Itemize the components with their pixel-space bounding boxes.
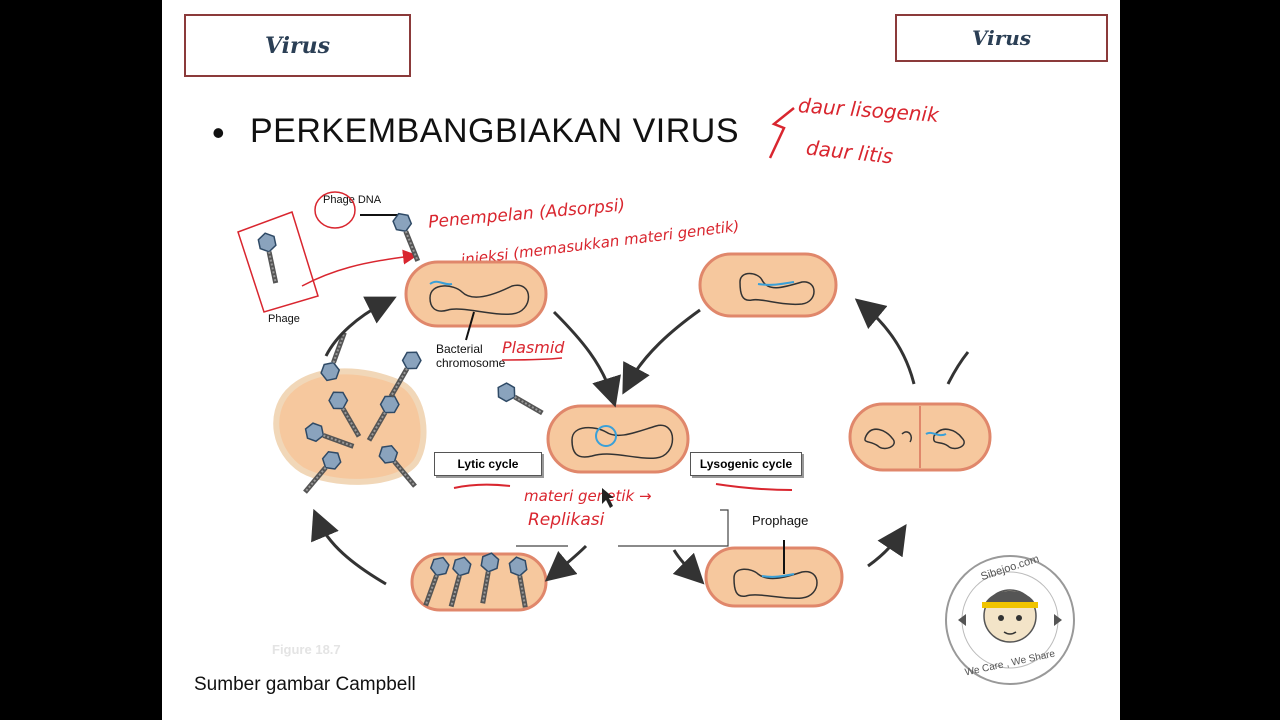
- underline-lysogenic: [715, 483, 793, 491]
- arrow-top-right-to-center: [622, 308, 701, 395]
- bullet: •: [212, 112, 225, 153]
- cursor-icon: [602, 488, 614, 508]
- label-lysogenic-cycle: Lysogenic cycle: [699, 457, 793, 471]
- released-phage: [494, 381, 546, 420]
- label-lytic-cycle: Lytic cycle: [457, 457, 519, 471]
- slide-heading: PERKEMBANGBIAKAN VIRUS: [250, 112, 740, 150]
- cell-dividing: [848, 402, 992, 472]
- red-bracket: [768, 107, 795, 159]
- label-prophage: Prophage: [752, 513, 809, 528]
- arrow-to-center: [552, 310, 621, 408]
- underline-lytic: [453, 483, 511, 489]
- annotation-plasmid: Plasmid: [502, 338, 565, 357]
- source-caption: Sumber gambar Campbell: [194, 674, 416, 695]
- title-box-right: Virus: [895, 14, 1108, 62]
- arrow-divide-up: [946, 351, 970, 385]
- arrow-prophage-to-divide: [867, 524, 907, 568]
- arrow-assembly-to-lysis: [311, 508, 387, 586]
- arrow-lysis-to-attachment: [324, 296, 397, 357]
- lysogenic-cycle-box: Lysogenic cycle: [690, 452, 802, 476]
- annotation-replikasi: Replikasi: [528, 510, 605, 530]
- title-box-left: Virus: [184, 14, 411, 77]
- watermark-stamp: [945, 555, 1075, 685]
- free-phage: [257, 232, 283, 285]
- phage-dna-circle: [314, 191, 356, 229]
- figure-label: Figure 18.7: [272, 642, 341, 657]
- label-bacterial-chromosome: Bacterial chromosome: [436, 342, 506, 370]
- cell-lysing: [273, 330, 427, 498]
- arrow-divide-to-top: [854, 298, 916, 385]
- cell-center: [546, 404, 690, 474]
- title-left: Virus: [264, 32, 330, 59]
- lifecycle-diagram: [237, 107, 1075, 685]
- cell-phage-assembly: [410, 552, 548, 612]
- red-box-phage: [237, 211, 319, 313]
- cell-lysogen-top: [698, 252, 838, 318]
- cell-attachment: [404, 260, 548, 328]
- annotation-materi-genetik: materi genetik →: [524, 487, 652, 505]
- slide: Virus Virus • PERKEMBANGBIAKAN VIRUS dau…: [162, 0, 1120, 720]
- label-phage: Phage: [268, 313, 300, 325]
- arrow-center-to-assembly: [544, 544, 588, 582]
- arrow-center-to-prophage: [672, 549, 705, 585]
- lytic-cycle-box: Lytic cycle: [434, 452, 542, 476]
- red-arrow-phage: [301, 249, 418, 287]
- title-right: Virus: [971, 26, 1032, 50]
- cell-prophage: [704, 546, 844, 608]
